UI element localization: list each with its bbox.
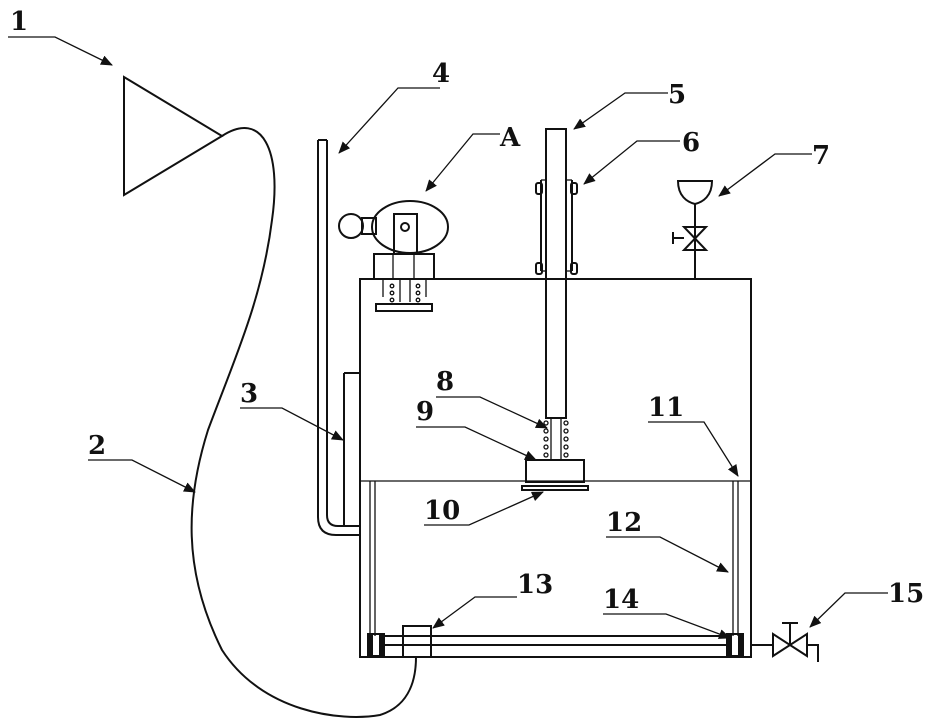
label-13: 13: [517, 570, 553, 600]
label-a: A: [499, 123, 521, 153]
spring-8: [544, 418, 568, 460]
label-6: 6: [682, 128, 700, 158]
press-block-9: [526, 460, 584, 482]
foot-14-left: [368, 634, 384, 656]
motor-a: [339, 201, 448, 279]
label-2: 2: [88, 431, 106, 461]
label-12: 12: [606, 508, 642, 538]
bracket-3: [344, 373, 360, 526]
label-10: 10: [424, 496, 460, 526]
leaders: [8, 37, 888, 638]
pipe-4: [318, 140, 360, 535]
tank-body: [360, 279, 751, 657]
block-13: [403, 626, 431, 657]
label-9: 9: [416, 397, 434, 427]
plate-10: [522, 486, 588, 490]
label-4: 4: [432, 59, 450, 89]
label-7: 7: [812, 141, 830, 171]
label-1: 1: [10, 7, 28, 37]
label-14: 14: [603, 585, 639, 615]
bottom-rail: [385, 636, 726, 645]
label-3: 3: [240, 379, 258, 409]
guide-6: [536, 180, 577, 274]
label-8: 8: [436, 367, 454, 397]
drain-valve-15: [751, 623, 818, 662]
motor-mount: [376, 279, 432, 311]
funnel-1: [124, 77, 222, 195]
valve-7: [673, 181, 712, 279]
hose-2: [192, 128, 416, 717]
label-15: 15: [888, 579, 924, 609]
shaft-5: [546, 129, 566, 418]
label-11: 11: [648, 393, 684, 423]
label-5: 5: [668, 80, 686, 110]
